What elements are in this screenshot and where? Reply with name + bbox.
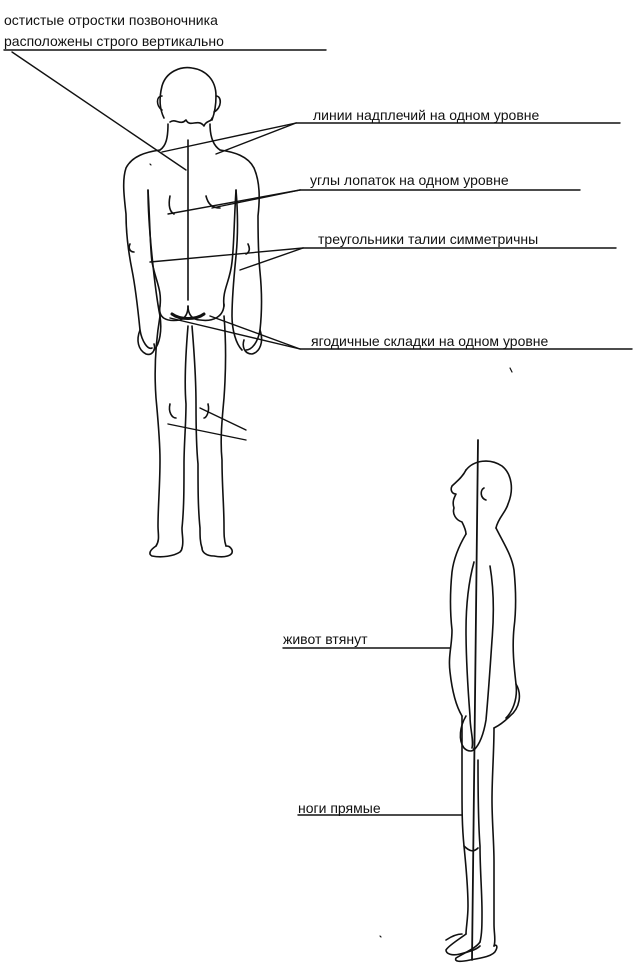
side-view-figure <box>446 440 519 961</box>
back-view-leader-lines <box>4 50 632 440</box>
side-view-leader-lines <box>283 648 462 815</box>
